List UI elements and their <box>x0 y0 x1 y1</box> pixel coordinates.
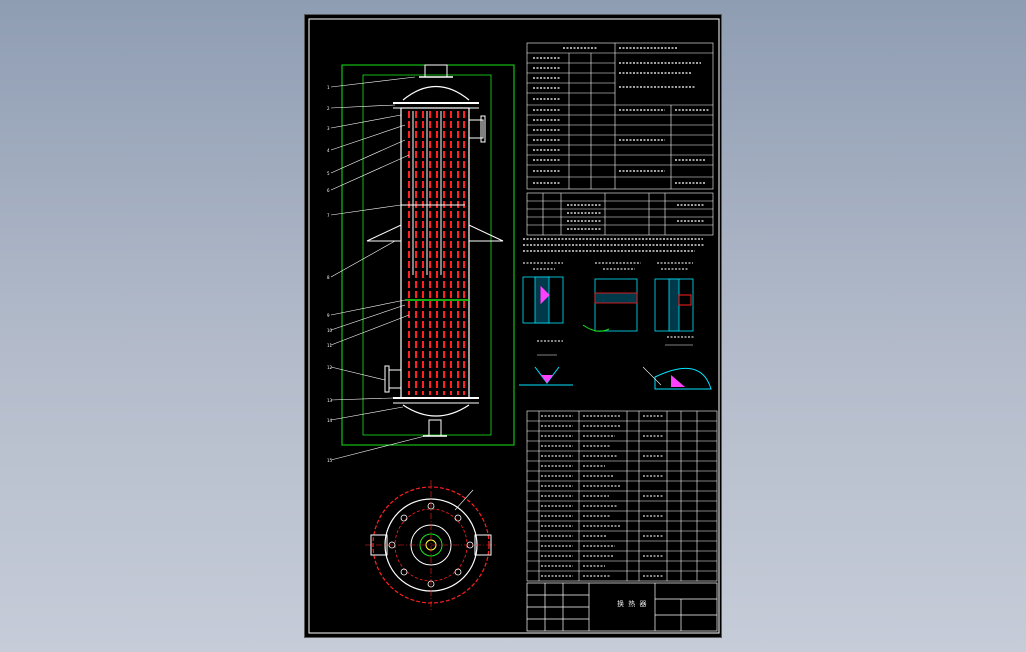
parts-list-rows <box>527 420 717 572</box>
shell-nozzle-upper <box>468 119 484 139</box>
weld-details <box>519 276 712 390</box>
svg-text:3: 3 <box>327 126 330 131</box>
svg-text:5: 5 <box>327 171 330 176</box>
leader-lines <box>330 76 430 461</box>
tube-bundle <box>408 111 465 395</box>
plan-view <box>365 480 497 610</box>
inner-envelope <box>362 74 492 436</box>
bottom-nozzle <box>428 419 442 437</box>
svg-text:2: 2 <box>327 106 330 111</box>
svg-text:9: 9 <box>327 313 330 318</box>
svg-text:11: 11 <box>327 343 333 348</box>
title-block-label: 换 热 器 <box>617 600 648 608</box>
svg-text:12: 12 <box>327 365 333 370</box>
notes-text <box>523 238 705 252</box>
shell-nozzle-lower <box>388 369 402 389</box>
table-text-marks <box>533 47 709 230</box>
top-head <box>402 86 470 101</box>
svg-text:4: 4 <box>327 148 330 153</box>
svg-text:7: 7 <box>327 213 330 218</box>
svg-text:13: 13 <box>327 398 333 403</box>
svg-text:1: 1 <box>327 85 330 90</box>
svg-text:15: 15 <box>327 458 333 463</box>
tech-table <box>526 42 714 190</box>
parts-list <box>526 410 718 582</box>
support-lug-left <box>366 224 402 242</box>
detail-captions <box>523 262 695 342</box>
bottom-head <box>402 404 470 417</box>
envelope-outline <box>341 64 515 446</box>
nozzle-table <box>526 192 714 236</box>
sheet-border <box>308 18 720 634</box>
svg-text:8: 8 <box>327 275 330 280</box>
parts-list-text <box>541 415 663 577</box>
title-block <box>526 582 718 632</box>
svg-text:6: 6 <box>327 188 330 193</box>
support-lug-right <box>468 224 504 242</box>
svg-text:10: 10 <box>327 328 333 333</box>
svg-text:14: 14 <box>327 418 333 423</box>
